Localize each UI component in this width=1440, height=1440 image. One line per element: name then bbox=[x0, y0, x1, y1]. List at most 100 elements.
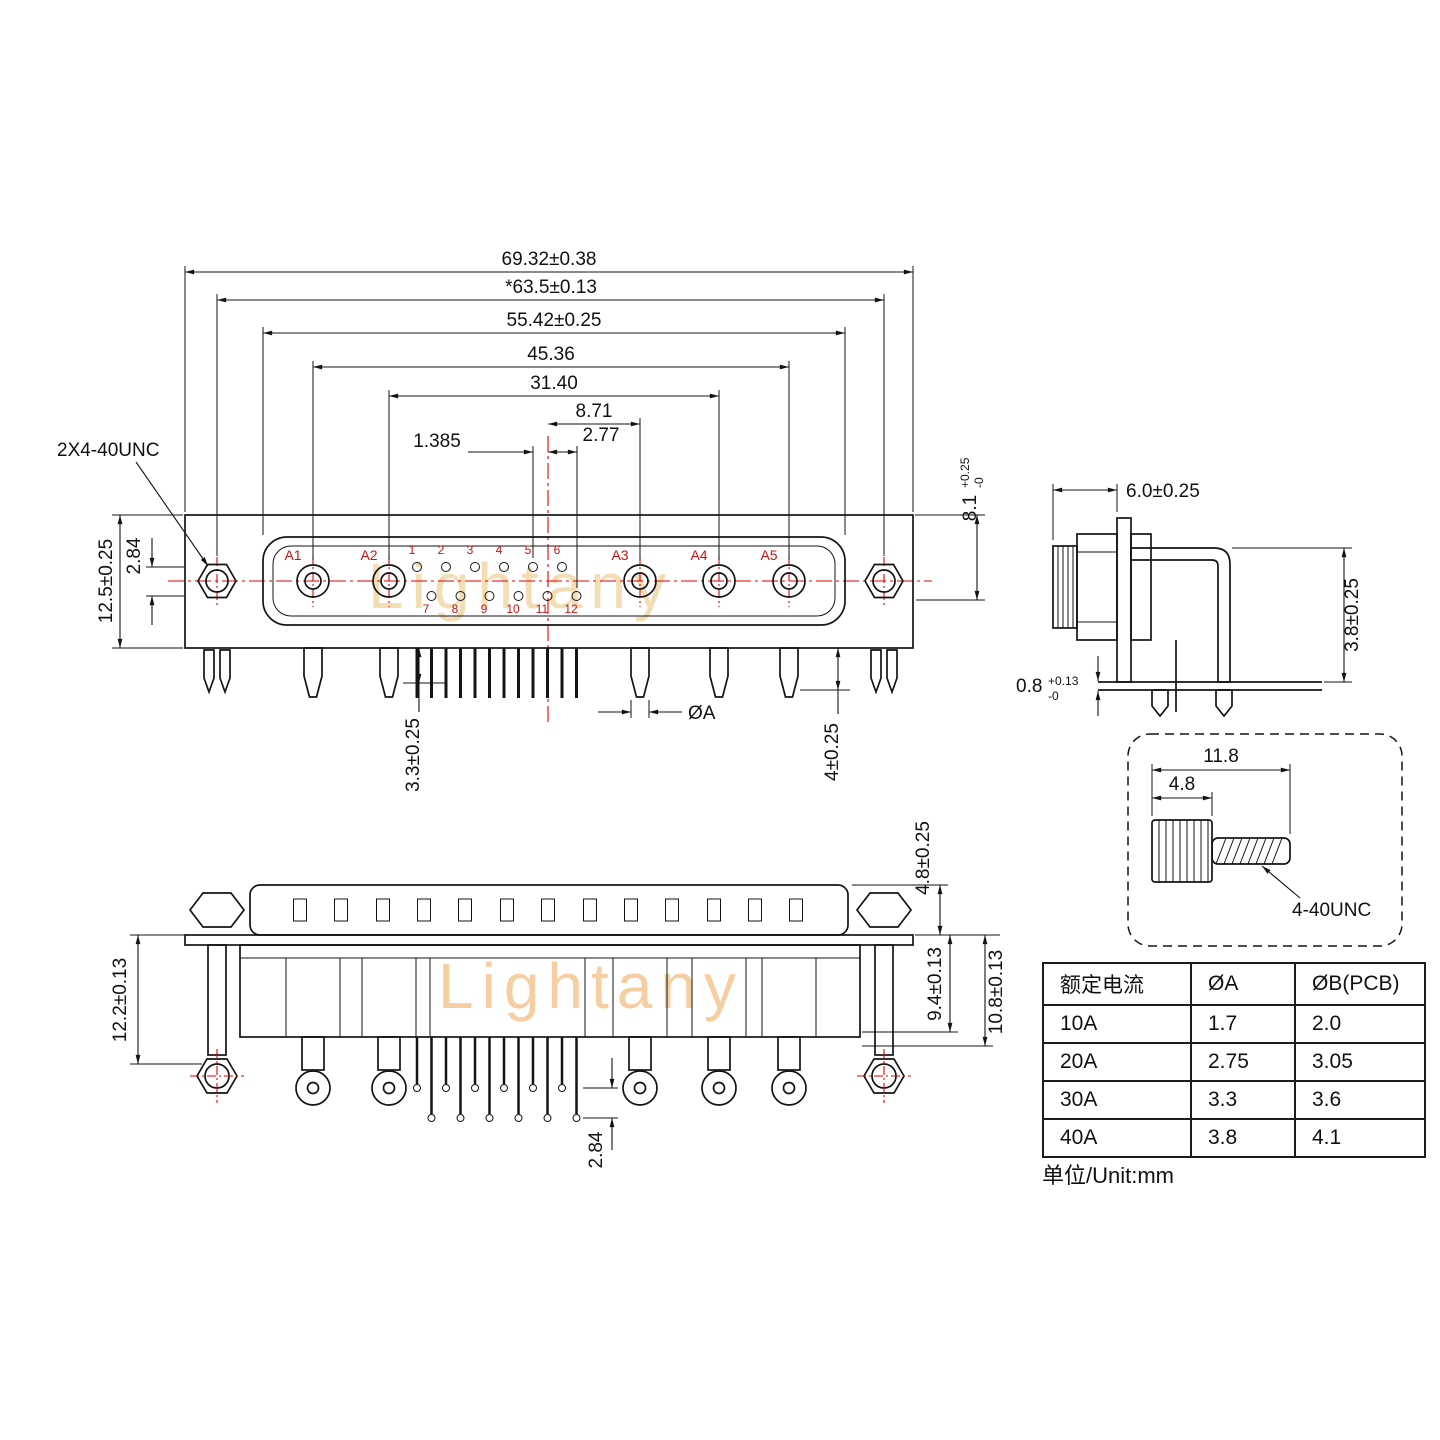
bottom-mount-screw-left bbox=[190, 944, 244, 1103]
watermark-text: Lightany bbox=[368, 550, 674, 622]
pin-number-7: 7 bbox=[423, 602, 430, 616]
dim-side-depth: 6.0±0.25 bbox=[1126, 481, 1200, 502]
dim-shell-height-value: 8.1 bbox=[960, 495, 981, 521]
cell-dia-b: 3.6 bbox=[1294, 1080, 1426, 1120]
pin-number-1: 1 bbox=[409, 543, 416, 557]
front-signal-tails bbox=[415, 648, 578, 698]
dim-bracket-height: 3.8±0.25 bbox=[1342, 578, 1363, 652]
bottom-view: 12.2±0.13 4.8±0.25 9.4±0.13 10.8±0.13 2.… bbox=[110, 821, 1007, 1168]
side-knurl-lines bbox=[1057, 546, 1074, 628]
dim-tip-row-gap: 2.84 bbox=[586, 1131, 607, 1168]
col-header-dia-a: ØA bbox=[1190, 962, 1296, 1006]
dim-pin-diameter: ØA bbox=[688, 703, 716, 724]
table-row: 20A 2.75 3.05 bbox=[1042, 1042, 1426, 1082]
col-header-rated-current: 额定电流 bbox=[1042, 962, 1192, 1006]
dim-row-gap: 2.84 bbox=[124, 537, 145, 574]
dim-body-height: 12.5±0.25 bbox=[96, 539, 117, 623]
spec-table-header-row: 额定电流 ØA ØB(PCB) bbox=[1042, 962, 1426, 1006]
side-view: 6.0±0.25 3.8±0.25 0.8 +0.13 -0 bbox=[1016, 481, 1363, 718]
cell-dia-a: 2.75 bbox=[1190, 1042, 1296, 1082]
dim-flange-width: 55.42±0.25 bbox=[507, 310, 602, 331]
front-power-contacts bbox=[296, 564, 806, 598]
cell-dia-b: 2.0 bbox=[1294, 1004, 1426, 1044]
cell-dia-b: 4.1 bbox=[1294, 1118, 1426, 1158]
dim-a1-a5: 45.36 bbox=[527, 344, 575, 365]
front-power-tails bbox=[303, 647, 799, 698]
spec-table: 额定电流 ØA ØB(PCB) 10A 1.7 2.0 20A 2.75 3.0… bbox=[1042, 962, 1426, 1158]
dim-half-pitch: 1.385 bbox=[413, 431, 461, 452]
contact-label-a5: A5 bbox=[760, 547, 777, 563]
detail-border bbox=[1127, 733, 1403, 947]
pin-number-10: 10 bbox=[506, 602, 520, 616]
watermark-text: Lightany bbox=[438, 950, 744, 1022]
cell-dia-a: 3.3 bbox=[1190, 1080, 1296, 1120]
dim-screw-length: 11.8 bbox=[1203, 746, 1239, 767]
side-shell bbox=[1076, 533, 1118, 641]
bottom-hex-standoff-right bbox=[855, 892, 913, 928]
dim-small-tail: 3.3±0.25 bbox=[403, 718, 424, 792]
watermark: Lightany Lightany bbox=[368, 550, 744, 1022]
dim-overall-width: 69.32±0.38 bbox=[502, 249, 597, 270]
dim-face-offset: 4.8±0.25 bbox=[913, 821, 934, 895]
bottom-extension-lines bbox=[130, 884, 1000, 1119]
table-row: 10A 1.7 2.0 bbox=[1042, 1004, 1426, 1044]
bottom-shell-face bbox=[249, 884, 849, 936]
front-mount-nut-left bbox=[197, 563, 237, 599]
front-board-locks bbox=[203, 649, 898, 695]
dim-center-to-a3: 8.71 bbox=[576, 401, 613, 422]
side-bracket bbox=[1130, 547, 1231, 683]
cell-dia-a: 1.7 bbox=[1190, 1004, 1296, 1044]
dim-big-tail: 4±0.25 bbox=[822, 723, 843, 781]
contact-label-a3: A3 bbox=[611, 547, 628, 563]
dim-shell-height-upper-tol: +0.25 bbox=[958, 457, 972, 488]
dim-pcb-thickness: 0.8 +0.13 -0 bbox=[1016, 674, 1079, 703]
dim-a2-a4: 31.40 bbox=[530, 373, 578, 394]
table-row: 30A 3.3 3.6 bbox=[1042, 1080, 1426, 1120]
front-extension-lines bbox=[112, 266, 985, 718]
side-board-lock bbox=[1151, 689, 1169, 718]
front-signal-pins-bottom bbox=[426, 591, 582, 601]
dim-pcb-lower-tol: -0 bbox=[1048, 689, 1059, 703]
dim-mount-spacing: *63.5±0.13 bbox=[505, 277, 597, 298]
cell-current: 40A bbox=[1042, 1118, 1192, 1158]
dim-pin-pitch: 2.77 bbox=[583, 425, 620, 446]
pin-number-4: 4 bbox=[496, 543, 503, 557]
bottom-flange bbox=[184, 934, 914, 946]
cell-dia-b: 3.05 bbox=[1294, 1042, 1426, 1082]
unit-note: 单位/Unit:mm bbox=[1042, 1163, 1175, 1188]
side-flange bbox=[1116, 517, 1132, 683]
cell-current: 30A bbox=[1042, 1080, 1192, 1120]
front-d-flange-outer bbox=[262, 536, 846, 626]
cell-current: 10A bbox=[1042, 1004, 1192, 1044]
dim-bend-row2: 10.8±0.13 bbox=[986, 950, 1007, 1034]
screw-head bbox=[1151, 819, 1213, 883]
contact-label-a4: A4 bbox=[690, 547, 707, 563]
screw-shaft bbox=[1211, 837, 1291, 865]
side-insulator bbox=[1130, 533, 1152, 641]
front-mount-nut-right bbox=[864, 563, 904, 599]
pin-number-11: 11 bbox=[536, 602, 549, 616]
table-row: 40A 3.8 4.1 bbox=[1042, 1118, 1426, 1158]
dim-shell-height: 8.1 +0.25 -0 bbox=[958, 457, 986, 521]
cell-current: 20A bbox=[1042, 1042, 1192, 1082]
front-d-flange-inner bbox=[272, 545, 836, 617]
front-dimension-lines bbox=[117, 269, 980, 715]
front-view: A1 A2 A3 A4 A5 1 2 3 4 5 6 7 8 bbox=[57, 249, 986, 792]
dim-bottom-height: 12.2±0.13 bbox=[110, 958, 131, 1042]
screw-knurl bbox=[1158, 820, 1209, 882]
contact-label-a2: A2 bbox=[360, 547, 377, 563]
bottom-pin-slots bbox=[293, 898, 803, 922]
screw-threads bbox=[1215, 837, 1283, 865]
thread-callout: 2X4-40UNC bbox=[57, 440, 159, 461]
pin-number-12: 12 bbox=[564, 602, 578, 616]
dim-screw-head: 4.8 bbox=[1169, 774, 1195, 795]
contact-label-a1: A1 bbox=[284, 547, 301, 563]
front-signal-pins-top bbox=[412, 562, 567, 572]
pin-number-6: 6 bbox=[554, 543, 561, 557]
cell-dia-a: 3.8 bbox=[1190, 1118, 1296, 1158]
screw-thread-spec: 4-40UNC bbox=[1292, 900, 1371, 921]
dim-pcb-upper-tol: +0.13 bbox=[1048, 674, 1079, 688]
dim-bend-row1: 9.4±0.13 bbox=[925, 947, 946, 1021]
